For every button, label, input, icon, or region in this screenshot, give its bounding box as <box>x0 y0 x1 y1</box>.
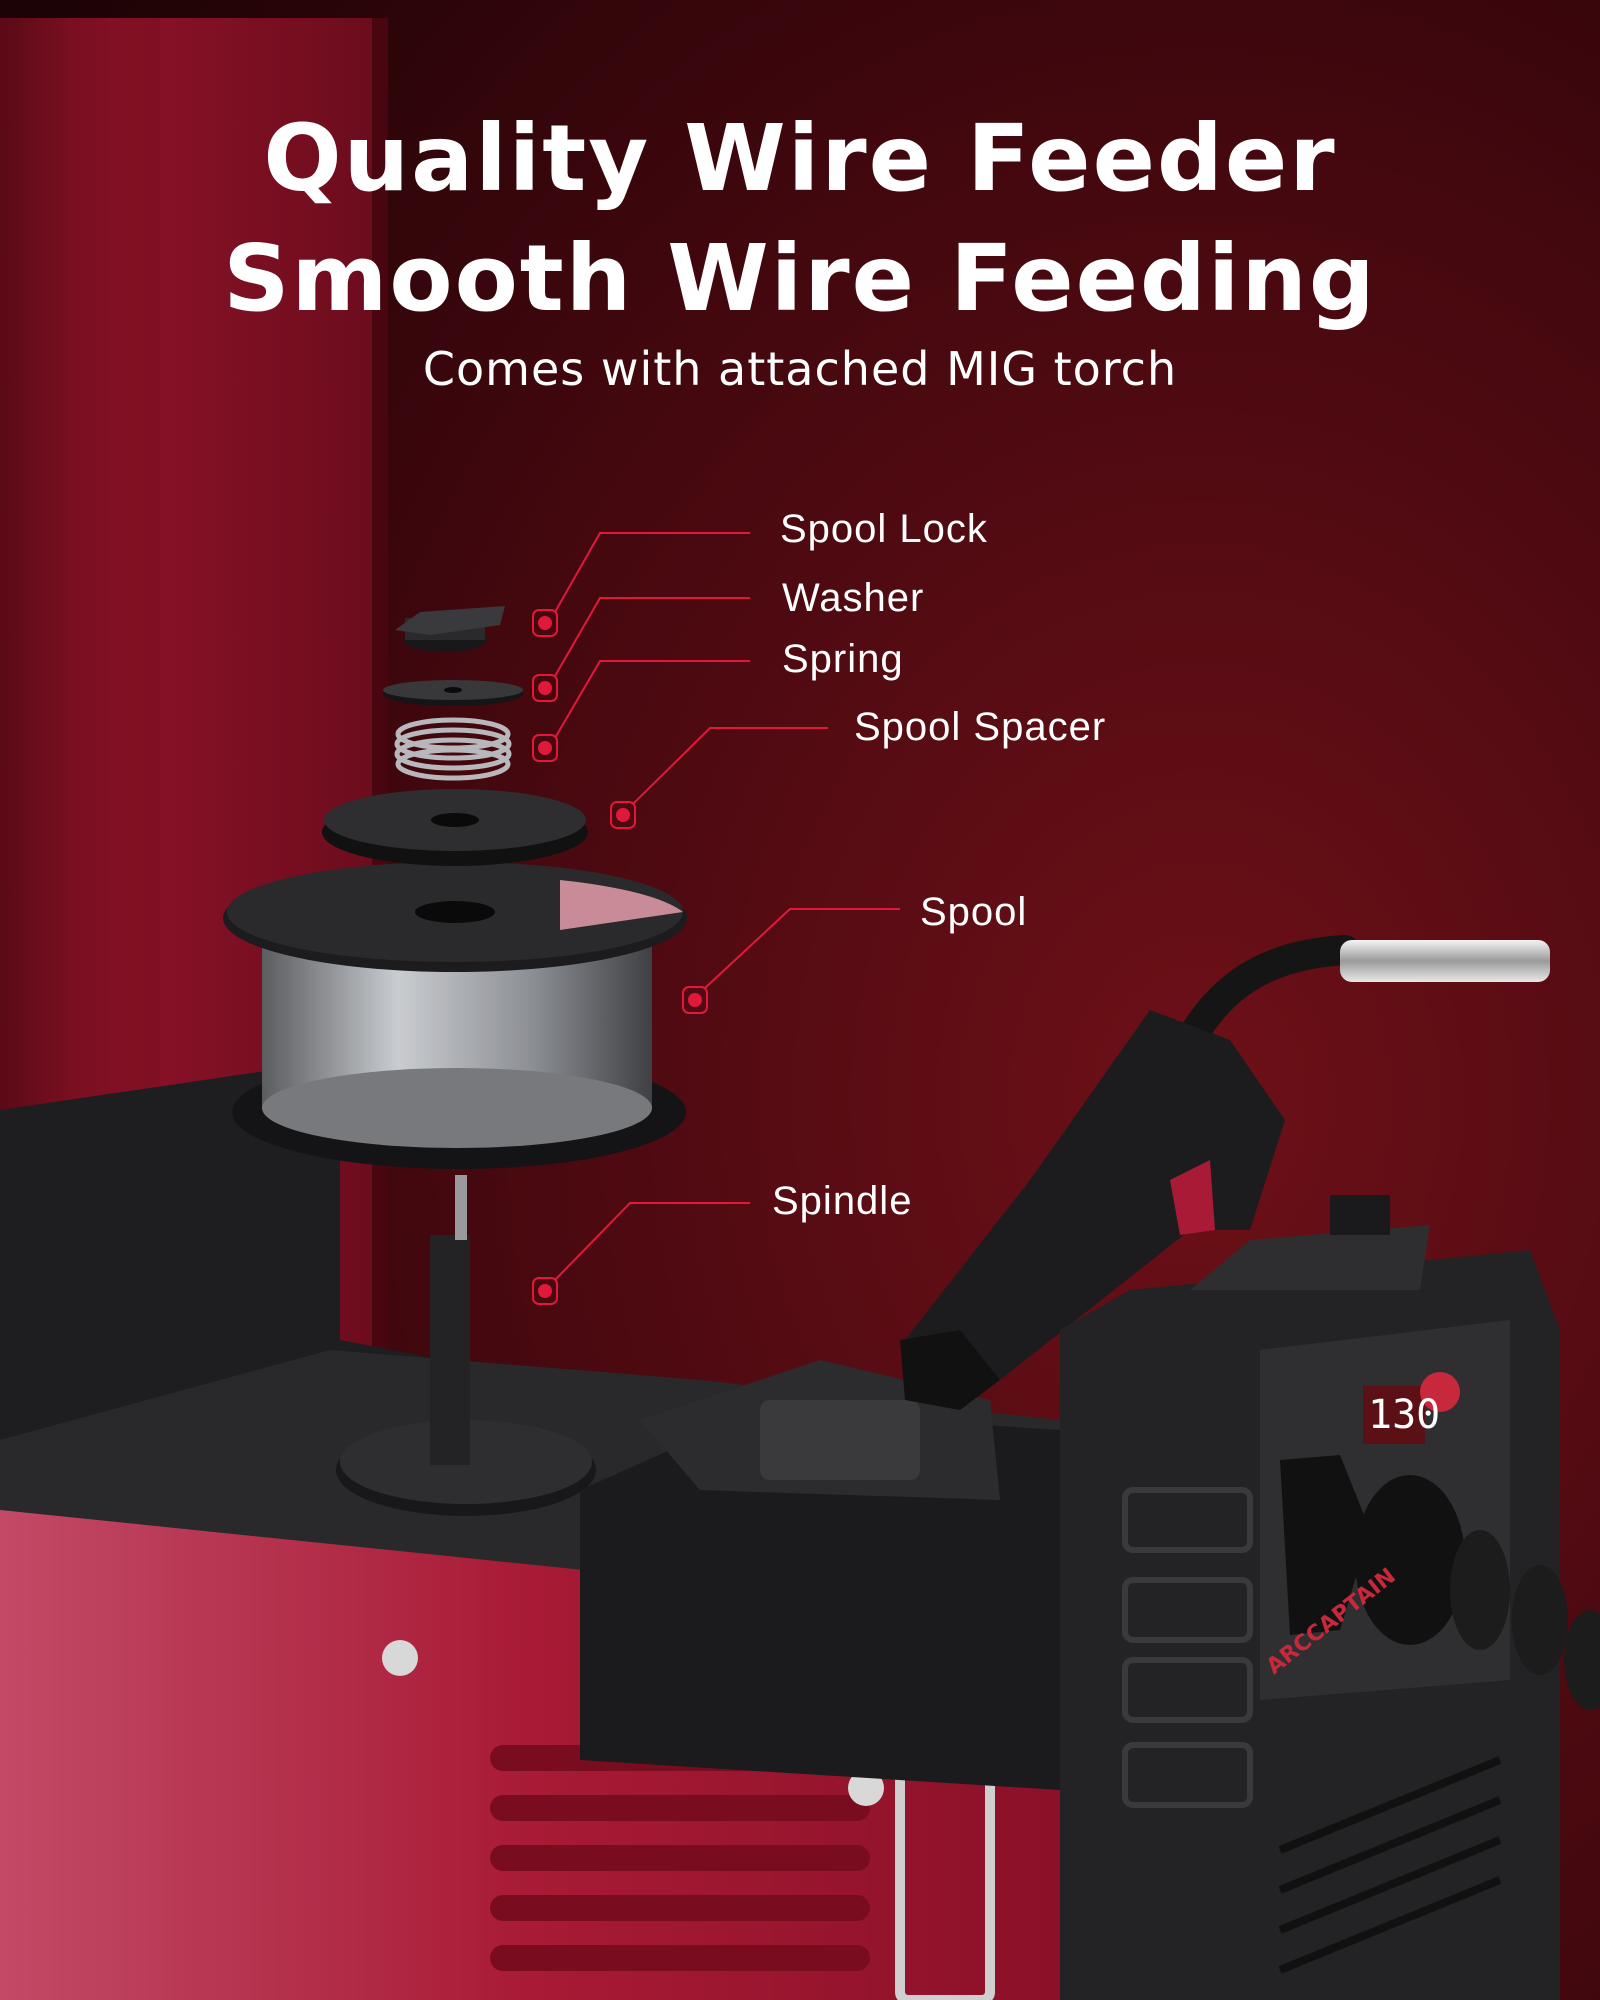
callout-spring: Spring <box>782 637 904 681</box>
callout-lines <box>554 532 900 1281</box>
marker-icon <box>532 609 558 637</box>
marker-icon <box>682 986 708 1014</box>
screw-icon <box>382 1640 418 1676</box>
callout-markers <box>532 609 708 1305</box>
knob-icon <box>1420 1372 1460 1412</box>
callout-spindle: Spindle <box>772 1179 913 1223</box>
spool-lock <box>395 606 505 652</box>
spring <box>394 717 512 781</box>
front-vent <box>1278 1756 1502 1974</box>
side-grip <box>1122 1487 1253 1808</box>
wire-feeder-mechanism <box>580 1360 1060 1790</box>
mig-torch <box>900 935 1550 1410</box>
marker-icon <box>532 734 558 762</box>
display-readout: 130 <box>1368 1392 1441 1438</box>
screw-icon <box>848 1770 884 1806</box>
title-line-1: Quality Wire Feeder <box>263 105 1337 212</box>
marker-icon <box>532 674 558 702</box>
subtitle: Comes with attached MIG torch <box>422 342 1178 396</box>
washer <box>383 680 523 706</box>
marker-icon <box>532 1277 558 1305</box>
callout-spool-spacer: Spool Spacer <box>854 705 1107 749</box>
callout-spool: Spool <box>920 890 1028 934</box>
torch-connector <box>1280 1455 1600 1710</box>
marker-icon <box>610 801 636 829</box>
title-line-2: Smooth Wire Feeding <box>223 225 1377 332</box>
spool-spacer <box>322 789 588 866</box>
wire-spool <box>223 862 687 1169</box>
callout-spool-lock: Spool Lock <box>780 507 988 551</box>
digital-display <box>1363 1386 1425 1444</box>
welder-machine <box>1060 1195 1600 2000</box>
callout-washer: Washer <box>782 576 925 620</box>
spindle <box>336 1175 596 1516</box>
